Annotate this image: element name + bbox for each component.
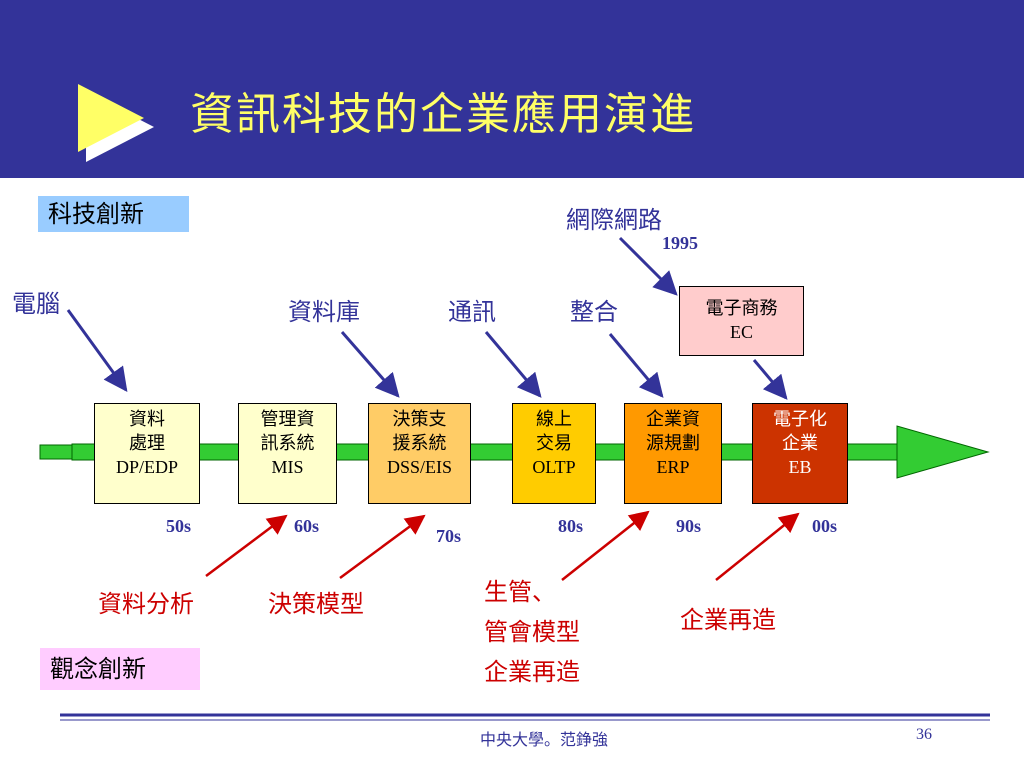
label-prod-mgmt-line1: 生管、 [484, 578, 556, 606]
play-triangle-icon [78, 84, 154, 162]
decade-label-50s: 50s [166, 516, 192, 536]
label-internet: 網際網路 [566, 206, 662, 234]
stage-line3: DSS/EIS [386, 457, 453, 477]
internet-year: 1995 [662, 233, 698, 253]
arrow-prod-mgmt [561, 510, 650, 581]
label-communication: 通訊 [448, 298, 496, 326]
stage-line1: 企業資 [646, 409, 700, 429]
stage-box-dss-eis: 決策支 援系統 DSS/EIS [368, 403, 471, 504]
stage-line1: 線上 [536, 409, 572, 429]
slide-title: 資訊科技的企業應用演進 [190, 89, 696, 140]
arrow-reengineering [715, 512, 800, 581]
label-decision-model: 決策模型 [268, 590, 364, 618]
label-data-analysis: 資料分析 [98, 590, 194, 618]
stage-line2: 企業 [782, 433, 818, 453]
arrow-data-analysis [205, 514, 288, 577]
stage-line1: 電子化 [773, 409, 827, 429]
page-number: 36 [916, 726, 932, 743]
stage-box-dp-edp: 資料 處理 DP/EDP [94, 403, 200, 504]
stage-box-erp: 企業資 源規劃 ERP [624, 403, 722, 504]
decade-label-70s: 70s [436, 526, 462, 546]
stage-line3: ERP [656, 457, 690, 477]
arrow-database [340, 331, 400, 398]
label-prod-mgmt-line3: 企業再造 [484, 658, 580, 686]
stage-box-oltp: 線上 交易 OLTP [512, 403, 596, 504]
arrow-computer [66, 309, 128, 392]
ec-box-line1: 電子商務 [705, 298, 778, 318]
label-integration: 整合 [570, 298, 618, 326]
ec-box: 電子商務 EC [679, 286, 804, 356]
decade-label-60s: 60s [294, 516, 320, 536]
arrow-ec [752, 359, 788, 400]
arrow-internet [618, 236, 678, 296]
decade-label-80s: 80s [558, 516, 584, 536]
stage-box-eb: 電子化 企業 EB [752, 403, 848, 504]
label-computer: 電腦 [12, 290, 60, 318]
stage-line1: 資料 [129, 409, 165, 429]
stage-line2: 訊系統 [260, 433, 315, 453]
concept-innovation-tag: 觀念創新 [40, 648, 200, 690]
stage-line2: 源規劃 [646, 433, 700, 453]
stage-line3: DP/EDP [115, 457, 178, 477]
stage-line2: 援系統 [392, 433, 447, 453]
arrow-integration [608, 333, 664, 398]
arrow-communication [484, 331, 542, 398]
footer-credit: 中央大學。范錚強 [480, 732, 609, 749]
ec-box-line2: EC [729, 322, 753, 342]
stage-line3: MIS [271, 457, 304, 477]
arrow-decision-model [339, 514, 426, 580]
tech-innovation-tag: 科技創新 [38, 196, 189, 232]
stage-line1: 管理資 [260, 409, 315, 429]
stage-line3: OLTP [532, 457, 576, 477]
decade-label-90s: 90s [676, 516, 702, 536]
label-prod-mgmt-line2: 管會模型 [484, 618, 580, 646]
stage-line3: EB [788, 457, 812, 477]
label-database: 資料庫 [288, 298, 360, 326]
stage-line2: 交易 [536, 433, 572, 453]
stage-box-mis: 管理資 訊系統 MIS [238, 403, 337, 504]
stage-line2: 處理 [129, 433, 165, 453]
decade-label-00s: 00s [812, 516, 838, 536]
stage-line1: 決策支 [392, 409, 447, 429]
label-reengineering: 企業再造 [680, 606, 776, 634]
title-banner [0, 0, 1024, 178]
